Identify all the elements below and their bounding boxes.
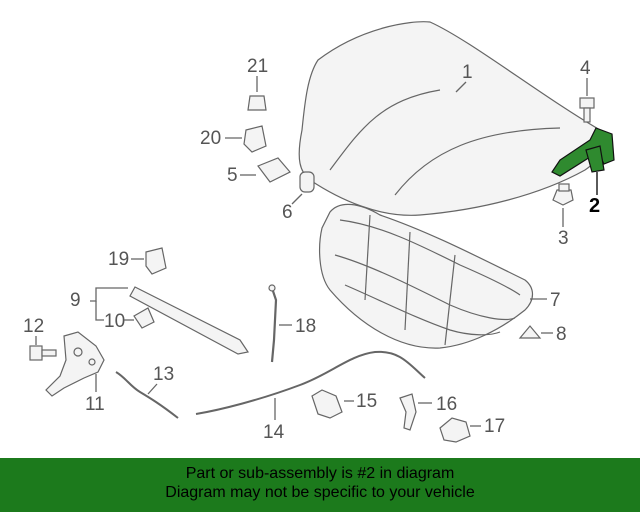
callout-5: 5 bbox=[227, 165, 256, 186]
bracket-17 bbox=[439, 417, 471, 443]
svg-text:18: 18 bbox=[295, 316, 316, 337]
svg-text:19: 19 bbox=[108, 249, 129, 270]
bolt-12 bbox=[29, 345, 57, 361]
callout-14: 14 bbox=[263, 398, 285, 443]
hood-panel bbox=[298, 21, 605, 216]
retainer-10 bbox=[133, 307, 155, 329]
callout-15: 15 bbox=[344, 391, 377, 412]
callout-12: 12 bbox=[23, 316, 44, 345]
svg-text:11: 11 bbox=[85, 394, 105, 415]
cable-14 bbox=[195, 350, 426, 415]
svg-text:5: 5 bbox=[227, 165, 238, 186]
callout-8: 8 bbox=[541, 324, 567, 345]
svg-text:1: 1 bbox=[462, 62, 473, 83]
callout-17: 17 bbox=[470, 416, 505, 437]
callout-2: 2 bbox=[589, 172, 600, 217]
svg-text:20: 20 bbox=[200, 128, 221, 149]
callout-7: 7 bbox=[530, 290, 561, 311]
cap-21 bbox=[247, 95, 267, 111]
nut-3 bbox=[552, 183, 574, 206]
svg-text:7: 7 bbox=[550, 290, 561, 311]
svg-text:13: 13 bbox=[153, 364, 174, 385]
banner-line-1: Part or sub-assembly is #2 in diagram bbox=[185, 465, 455, 482]
callout-13: 13 bbox=[147, 364, 174, 395]
callout-9: 9 bbox=[70, 287, 128, 321]
info-banner: Part or sub-assembly is #2 in diagram Di… bbox=[0, 458, 640, 512]
callout-18: 18 bbox=[279, 316, 316, 337]
svg-text:12: 12 bbox=[23, 316, 44, 337]
callout-19: 19 bbox=[108, 249, 144, 270]
callout-16: 16 bbox=[418, 394, 457, 415]
svg-text:21: 21 bbox=[247, 56, 268, 77]
parts-diagram: 1 2 3 4 5 6 bbox=[23, 21, 615, 443]
svg-text:15: 15 bbox=[356, 391, 377, 412]
svg-text:10: 10 bbox=[104, 311, 125, 332]
svg-text:14: 14 bbox=[263, 422, 285, 443]
bumper-6 bbox=[299, 171, 315, 193]
prop-rod-18 bbox=[268, 284, 278, 363]
banner-line-2: Diagram may not be specific to your vehi… bbox=[165, 484, 475, 501]
svg-text:6: 6 bbox=[282, 202, 293, 223]
callout-20: 20 bbox=[200, 128, 242, 149]
callout-3: 3 bbox=[558, 208, 569, 249]
callout-21: 21 bbox=[247, 56, 268, 92]
callout-10: 10 bbox=[104, 311, 134, 332]
cable-13 bbox=[115, 371, 179, 419]
holder-19 bbox=[145, 247, 167, 275]
latch-11 bbox=[45, 331, 105, 397]
callout-11: 11 bbox=[85, 374, 105, 415]
svg-text:2: 2 bbox=[589, 195, 600, 217]
svg-text:9: 9 bbox=[70, 290, 81, 311]
grommet-20 bbox=[243, 125, 267, 153]
hood-insulator bbox=[319, 203, 534, 349]
seal-strip-9 bbox=[129, 286, 249, 355]
svg-text:4: 4 bbox=[580, 58, 591, 79]
svg-text:8: 8 bbox=[556, 324, 567, 345]
handle-15 bbox=[311, 389, 343, 419]
pad-5 bbox=[257, 157, 291, 183]
clip-8 bbox=[518, 325, 542, 339]
callout-4: 4 bbox=[580, 58, 591, 96]
svg-text:3: 3 bbox=[558, 228, 569, 249]
bolt-4 bbox=[579, 97, 595, 123]
svg-text:17: 17 bbox=[484, 416, 505, 437]
hood-hinge bbox=[551, 127, 615, 177]
lever-16 bbox=[399, 393, 417, 431]
callout-6: 6 bbox=[282, 193, 303, 223]
callout-1: 1 bbox=[455, 62, 473, 93]
svg-text:16: 16 bbox=[436, 394, 457, 415]
